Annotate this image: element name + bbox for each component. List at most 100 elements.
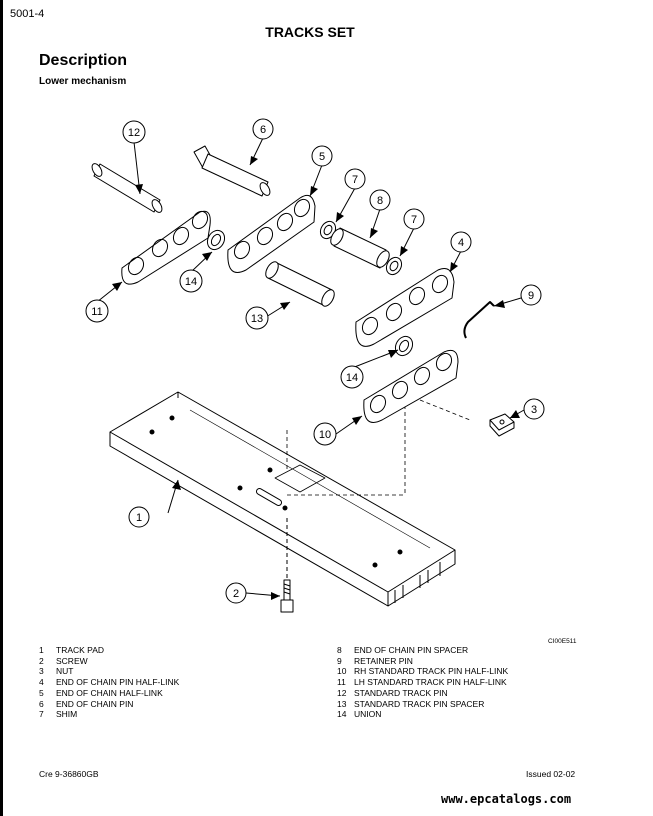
- callout-14-lower: 14: [340, 365, 364, 389]
- sub-heading: Lower mechanism: [39, 76, 127, 87]
- svg-text:11: 11: [91, 306, 102, 318]
- legend-label: END OF CHAIN HALF-LINK: [56, 687, 163, 698]
- legend-number: 14: [337, 709, 347, 720]
- svg-text:3: 3: [531, 404, 537, 416]
- legend-item: 11 LH STANDARD TRACK PIN HALF-LINK: [337, 677, 508, 688]
- track-pad-part: [109, 391, 456, 607]
- legend-label: END OF CHAIN PIN HALF-LINK: [56, 677, 180, 688]
- legend-number: 13: [337, 698, 347, 709]
- legend-item: 9 RETAINER PIN: [337, 656, 508, 667]
- end-of-chain-pin-part: [193, 145, 271, 197]
- callout-1: 1: [128, 506, 150, 528]
- legend-number: 12: [337, 687, 347, 698]
- callout-7-right: 7: [403, 208, 425, 230]
- legend-item: 6 END OF CHAIN PIN: [39, 699, 179, 710]
- callout-markers: 1 2 3 4 5 6 7 8: [85, 118, 545, 604]
- legend-item: 10 RH STANDARD TRACK PIN HALF-LINK: [337, 666, 508, 677]
- page-left-rule: [0, 0, 3, 816]
- svg-text:13: 13: [251, 313, 263, 325]
- retainer-pin-part: [463, 301, 495, 339]
- callout-6: 6: [252, 118, 274, 140]
- svg-text:14: 14: [346, 372, 358, 384]
- legend-label: LH STANDARD TRACK PIN HALF-LINK: [354, 677, 507, 688]
- svg-text:1: 1: [136, 512, 142, 524]
- svg-text:7: 7: [411, 214, 417, 226]
- legend-item: 12 STANDARD TRACK PIN: [337, 688, 508, 699]
- legend-number: 2: [39, 655, 44, 666]
- svg-text:8: 8: [377, 195, 383, 207]
- svg-text:14: 14: [185, 276, 197, 288]
- legend-item: 13 STANDARD TRACK PIN SPACER: [337, 699, 508, 710]
- screw-part: [280, 518, 294, 613]
- issue-date: Issued 02-02: [526, 769, 576, 779]
- callout-8: 8: [369, 189, 391, 211]
- legend-item: 3 NUT: [39, 666, 179, 677]
- legend-label: RETAINER PIN: [354, 655, 413, 666]
- legend-item: 14 UNION: [337, 709, 508, 720]
- document-reference: Cre 9-36860GB: [39, 769, 99, 779]
- callout-7-left: 7: [344, 168, 366, 190]
- svg-text:12: 12: [128, 127, 140, 139]
- section-heading: Description: [39, 52, 128, 69]
- svg-text:7: 7: [352, 174, 358, 186]
- legend-label: TRACK PAD: [56, 645, 105, 655]
- legend-number: 7: [39, 709, 44, 720]
- callout-3: 3: [523, 398, 545, 420]
- legend-label: RH STANDARD TRACK PIN HALF-LINK: [354, 666, 509, 677]
- legend-label: END OF CHAIN PIN: [56, 698, 134, 709]
- svg-text:5: 5: [319, 151, 325, 163]
- legend-label: STANDARD TRACK PIN SPACER: [354, 698, 485, 709]
- end-of-chain-pin-half-link-part: [355, 268, 455, 347]
- legend-number: 8: [337, 645, 342, 655]
- callout-11: 11: [85, 299, 109, 323]
- callout-14-upper: 14: [179, 269, 203, 293]
- end-of-chain-half-link-part: [227, 194, 316, 273]
- legend-number: 11: [337, 677, 346, 688]
- nut-part: [489, 413, 515, 437]
- shim-part-right: [385, 256, 403, 276]
- standard-track-pin-spacer-part: [265, 261, 335, 307]
- page-number: 5001-4: [10, 8, 45, 20]
- legend-label: UNION: [354, 709, 382, 720]
- page-title: TRACKS SET: [265, 24, 355, 40]
- watermark-link[interactable]: www.epcatalogs.com: [441, 792, 572, 806]
- lh-half-link-part: [121, 210, 211, 285]
- callout-4: 4: [450, 231, 472, 253]
- svg-text:10: 10: [319, 429, 331, 441]
- legend-number: 10: [337, 666, 347, 677]
- legend-label: STANDARD TRACK PIN: [354, 687, 448, 698]
- callout-13: 13: [245, 306, 269, 330]
- end-of-chain-pin-spacer-part: [330, 227, 390, 269]
- legend-item: 1 TRACK PAD: [39, 645, 179, 656]
- legend-number: 1: [39, 645, 44, 655]
- legend-number: 9: [337, 655, 342, 666]
- parts-legend-right: 8 END OF CHAIN PIN SPACER 9 RETAINER PIN 1…: [337, 645, 508, 720]
- callout-5: 5: [311, 145, 333, 167]
- legend-number: 3: [39, 666, 44, 677]
- figure-code: CI00E511: [548, 638, 577, 645]
- legend-item: 4 END OF CHAIN PIN HALF-LINK: [39, 677, 179, 688]
- legend-label: SHIM: [56, 709, 78, 720]
- svg-text:2: 2: [233, 588, 239, 600]
- legend-label: NUT: [56, 666, 74, 677]
- callout-12: 12: [122, 120, 146, 144]
- svg-text:9: 9: [528, 290, 534, 302]
- union-part-upper: [206, 229, 226, 251]
- union-part-lower: [394, 335, 414, 357]
- legend-number: 5: [39, 687, 44, 698]
- legend-number: 4: [39, 677, 44, 688]
- svg-text:4: 4: [458, 237, 464, 249]
- legend-item: 5 END OF CHAIN HALF-LINK: [39, 688, 179, 699]
- legend-label: END OF CHAIN PIN SPACER: [354, 645, 469, 655]
- leader-arrowheads: [112, 156, 520, 600]
- svg-text:6: 6: [260, 124, 266, 136]
- legend-number: 6: [39, 698, 44, 709]
- legend-item: 8 END OF CHAIN PIN SPACER: [337, 645, 508, 656]
- rh-half-link-part: [363, 349, 459, 423]
- callout-2: 2: [225, 582, 247, 604]
- exploded-parts-diagram: 1 2 3 4 5 6 7 8: [85, 118, 545, 613]
- callout-9: 9: [520, 284, 542, 306]
- callout-10: 10: [313, 422, 337, 446]
